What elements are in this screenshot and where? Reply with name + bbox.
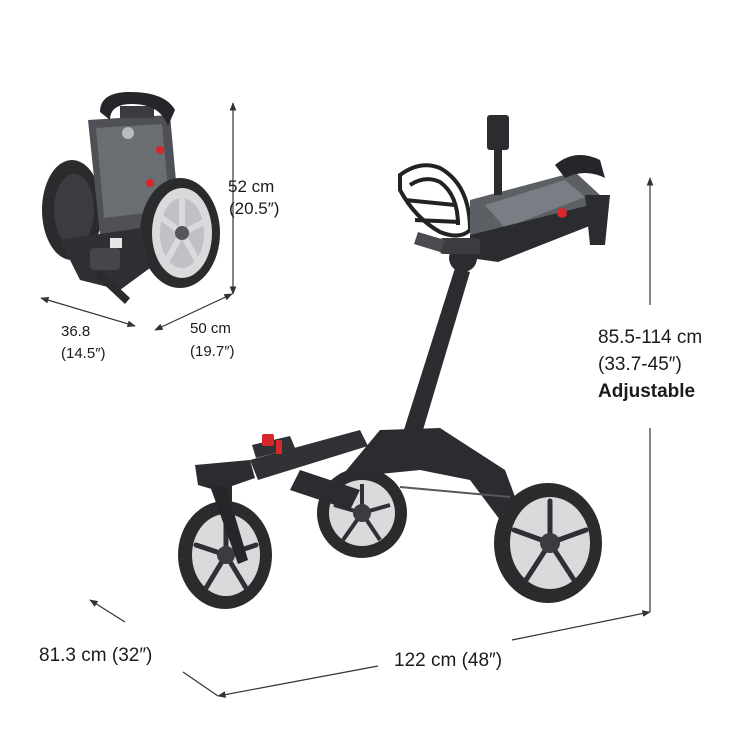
chassis xyxy=(340,428,520,520)
rear-wheel-front xyxy=(494,483,602,603)
folded-right-wheel xyxy=(140,178,220,288)
folded-depth-in: (14.5″) xyxy=(61,345,106,362)
folded-height-cm: 52 cm xyxy=(228,177,275,196)
folded-dimension-lines xyxy=(40,102,237,331)
folded-left-wheel xyxy=(42,160,102,260)
open-height-in: (33.7-45″) xyxy=(598,354,682,375)
open-height-note: Adjustable xyxy=(598,381,696,402)
handle-cage xyxy=(398,163,473,238)
open-dimension-lines xyxy=(89,177,654,698)
folded-handle xyxy=(100,92,175,126)
front-wheel xyxy=(178,501,272,609)
open-height-cm: 85.5-114 cm xyxy=(598,327,703,348)
umbrella-holder xyxy=(487,115,509,150)
folded-depth-cm: 36.8 xyxy=(61,323,91,340)
folded-width-in: (19.7″) xyxy=(190,343,235,360)
main-frame-tube xyxy=(402,268,470,440)
folded-height-in: (20.5″) xyxy=(229,199,280,218)
open-width: 81.3 cm (32″) xyxy=(39,645,153,666)
folded-cart-image xyxy=(42,92,220,304)
folded-width-cm: 50 cm xyxy=(190,320,231,337)
open-length: 122 cm (48″) xyxy=(394,650,503,671)
open-cart-image xyxy=(178,115,610,609)
